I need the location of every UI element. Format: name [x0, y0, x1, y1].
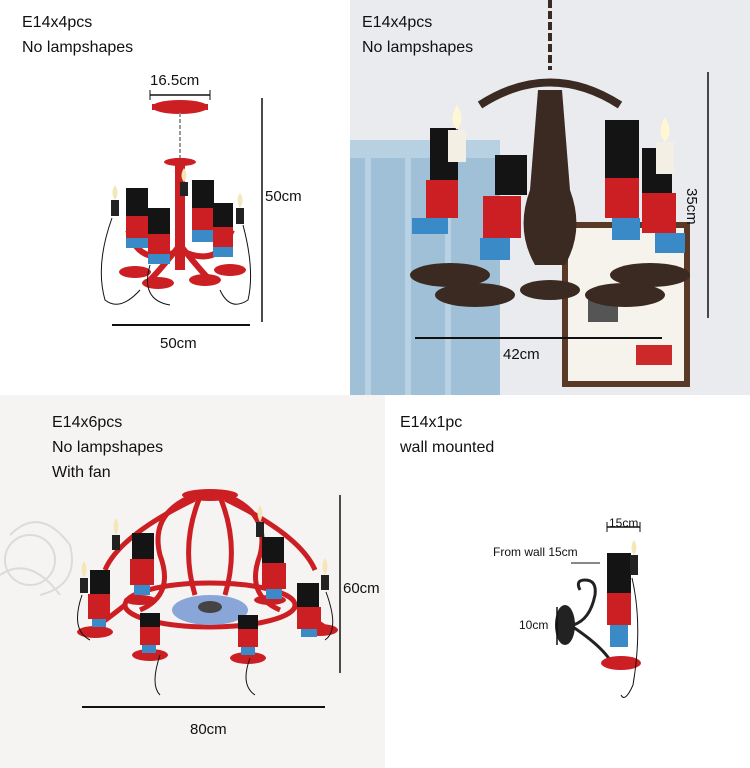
- guard-figure: [480, 155, 527, 260]
- chandelier-illustration: [0, 489, 341, 708]
- canopy-diameter-label: 16.5cm: [150, 72, 200, 89]
- height-label: 60cm: [343, 580, 380, 597]
- from-wall-label: From wall 15cm: [493, 545, 578, 559]
- bulb-spec: E14x6pcs: [52, 414, 123, 431]
- chandelier-illustration: [100, 90, 263, 326]
- guard-figure: [140, 613, 160, 653]
- guard-figure: [238, 615, 258, 655]
- plate-height-label: 10cm: [519, 618, 549, 632]
- mount-note: wall mounted: [400, 439, 495, 456]
- shade-note: No lampshapes: [22, 39, 134, 56]
- width-label: 50cm: [160, 335, 197, 352]
- panel-caption: E14x4pcs No lampshapes: [22, 10, 133, 60]
- panel-four-light-red: E14x4pcs No lampshapes: [0, 0, 350, 395]
- fan-note: With fan: [52, 464, 111, 481]
- panel-six-light-fan: E14x6pcs No lampshapes With fan: [0, 395, 385, 768]
- panel-caption: E14x4pcs No lampshapes: [362, 10, 473, 60]
- shade-note: No lampshapes: [52, 439, 164, 456]
- top-width-label: 15cm: [609, 516, 639, 530]
- width-label: 80cm: [190, 721, 227, 738]
- sconce-illustration: [555, 522, 641, 698]
- panel-caption: E14x1pc wall mounted: [400, 410, 494, 460]
- width-label: 42cm: [503, 346, 540, 363]
- shade-note: No lampshapes: [362, 39, 474, 56]
- bulb-spec: E14x1pc: [400, 414, 463, 431]
- panel-wall-sconce: E14x1pc wall mounted 15cm From wall 15cm…: [385, 395, 750, 768]
- guard-figure: [88, 570, 110, 627]
- bulb-spec: E14x4pcs: [22, 14, 93, 31]
- panel-four-light-dark: E14x4pcs No lampshapes 35cm 42cm: [350, 0, 750, 395]
- panel-caption: E14x6pcs No lampshapes With fan: [52, 410, 163, 485]
- chandelier-photo: [350, 0, 750, 395]
- guard-figure: [126, 188, 148, 248]
- guard-figure: [130, 533, 154, 595]
- guard-figure: [213, 203, 233, 257]
- guard-figure: [262, 537, 286, 599]
- height-label: 50cm: [265, 188, 302, 205]
- guard-figure: [605, 120, 640, 240]
- height-label: 35cm: [683, 188, 700, 225]
- bulb-spec: E14x4pcs: [362, 14, 433, 31]
- guard-figure: [297, 583, 321, 637]
- guard-figure: [192, 180, 214, 242]
- guard-figure: [148, 208, 170, 264]
- guard-figure: [607, 553, 631, 647]
